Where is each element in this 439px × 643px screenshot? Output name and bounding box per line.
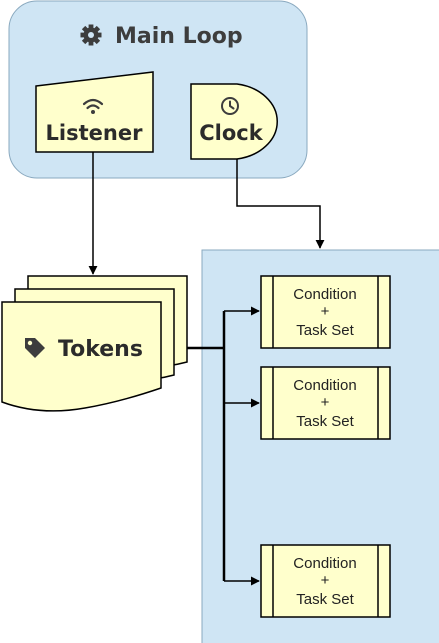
task-set-label: Task Set	[296, 591, 354, 608]
tokens-node: Tokens	[1, 275, 188, 412]
task-condition-label: Condition	[293, 286, 356, 303]
listener-label: Listener	[46, 121, 144, 145]
clock-node: Clock	[190, 83, 278, 160]
clock-label: Clock	[199, 121, 263, 145]
wifi-icon	[82, 98, 104, 114]
task-plus-label: +	[321, 394, 330, 411]
connectors	[88, 152, 325, 586]
task-set-label: Task Set	[296, 322, 354, 339]
task-box-2: Condition + Task Set	[260, 366, 391, 440]
clock-to-tasks-arrow	[236, 159, 325, 249]
task-plus-label: +	[321, 572, 330, 589]
clock-icon	[221, 97, 239, 115]
main-loop-title: Main Loop	[115, 24, 243, 49]
task-set-label: Task Set	[296, 413, 354, 430]
tokens-label: Tokens	[58, 337, 143, 362]
gear-icon	[80, 24, 102, 46]
task-plus-label: +	[321, 303, 330, 320]
task-box-1: Condition + Task Set	[260, 275, 391, 349]
task-box-3: Condition + Task Set	[260, 544, 391, 618]
task-condition-label: Condition	[293, 555, 356, 572]
task-condition-label: Condition	[293, 377, 356, 394]
main-loop-header: Main Loop	[80, 24, 243, 49]
listener-node: Listener	[35, 71, 154, 153]
tag-icon	[25, 338, 45, 358]
